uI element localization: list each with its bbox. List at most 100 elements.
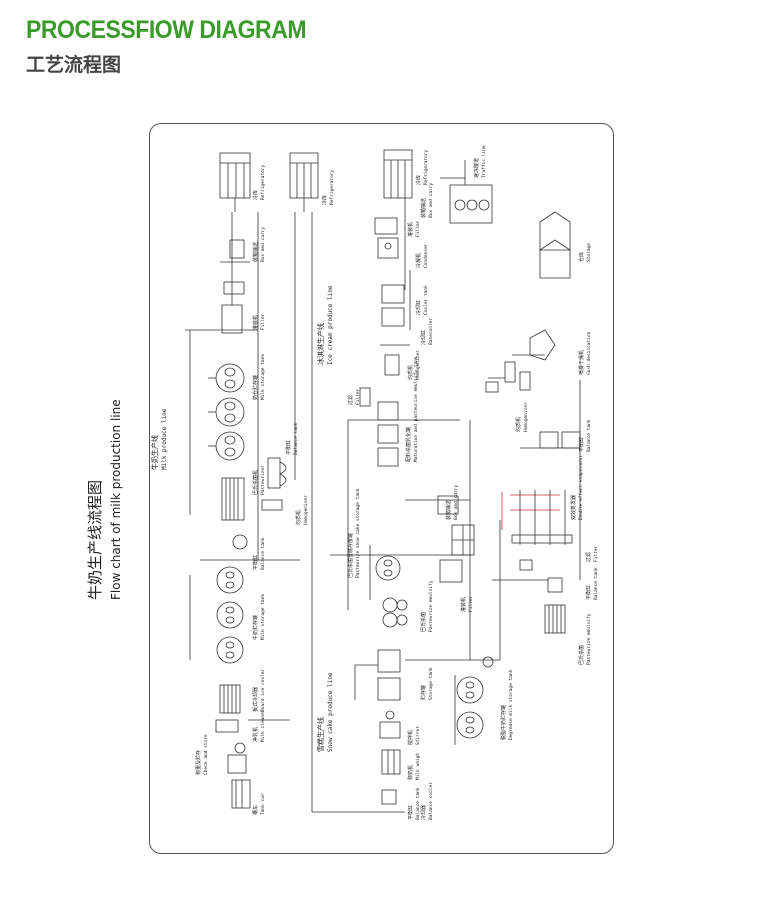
box-carry-machine-1 <box>220 212 250 334</box>
label-basecooler-cn: 冷却缸 <box>420 330 427 345</box>
label-filter2-cn: 过滤 <box>585 552 592 562</box>
maturation-emulsify-tanks <box>347 401 405 610</box>
plate-cooler <box>215 684 241 733</box>
label-evaporator-cn: 双效蒸发器 <box>570 495 577 520</box>
label-degrease-cn: 脱脂牛奶贮存罐 <box>500 705 507 740</box>
milk-weigh-snow <box>381 749 401 775</box>
label-pastemul2-en: Pasteurize emulsify <box>586 613 592 665</box>
snowcake-line-cn: 雪糕生产线 <box>316 717 325 752</box>
label-gushdesic-en: Gush desiccation <box>586 331 592 375</box>
balance-tank-snow <box>381 789 397 805</box>
label-pasteurizer-en: Pasteurizer <box>260 465 266 495</box>
label-gushdesic-cn: 喷雾干燥机 <box>578 350 585 375</box>
stirrer <box>379 710 401 739</box>
label-homogenizer2-en: Homogenizer <box>415 350 421 380</box>
label-milkweigh-cn: 称奶机 <box>407 765 414 780</box>
label-refrigeratory3-en: Refrigeratory <box>423 149 429 185</box>
snow-pasteurizer <box>382 597 408 628</box>
label-pastemul-en: Pasteurize emulsify <box>428 580 434 632</box>
filter-ice <box>359 387 371 407</box>
traffic-line-tunnel <box>440 160 493 224</box>
label-coolertank-en: Cooler tank <box>423 285 429 315</box>
label-filter2-en: Filter <box>593 545 599 562</box>
label-mixtank-cn: 配料杀菌乳化罐 <box>405 427 412 462</box>
label-refrigeratory2-cn: 冷库 <box>321 195 328 205</box>
label-pasteurizer-cn: 巴氏杀菌机 <box>252 470 259 495</box>
header-title-cn: 工艺流程图 <box>26 54 122 76</box>
homogenizer-ice <box>380 344 410 376</box>
label-boxcarry2-en: Box and carry <box>428 182 434 218</box>
label-tankcar-cn: 槽车 <box>252 805 259 815</box>
label-evaporator-en: Double effect evaporator <box>578 455 584 520</box>
chart-title-en: Flow chart of milk production line <box>109 399 123 600</box>
label-balancecool-cn: 冷却器 <box>420 805 427 820</box>
ice-cream-filler <box>374 198 406 290</box>
label-storage-cn: 仓库 <box>578 252 585 262</box>
label-filler1-cn: 灌装机 <box>252 315 259 330</box>
label-storagetank-cn: 贮存罐 <box>420 685 427 700</box>
label-balancetank2-en: Balance tank <box>415 787 421 820</box>
label-boxcarry1-cn: 装箱输送 <box>252 242 259 262</box>
label-refrigeratory2-en: Refrigeratory <box>329 169 335 205</box>
label-buffer-en: Balance tank <box>293 422 299 455</box>
label-boxcarry3-cn: 装箱输送 <box>445 500 452 520</box>
label-pastemul-cn: 巴氏杀菌 <box>420 612 427 632</box>
label-homogenizer1-en: Homogenizer <box>303 495 309 525</box>
label-refrigeratory1-cn: 冷库 <box>252 190 259 200</box>
label-filter1-cn: 过滤 <box>347 395 354 405</box>
refrigeratory-2 <box>289 152 319 212</box>
label-tankcar-en: Tank car <box>260 793 266 815</box>
label-balancetank4-cn: 平衡缸 <box>585 585 592 600</box>
snowcake-line-en: Snow cake produce line <box>327 672 334 752</box>
label-rawmilk-en: Milk storage tank <box>260 594 266 640</box>
label-refrigeratory3-cn: 冷库 <box>415 175 422 185</box>
label-weigh-cn: 称重及贮存 <box>195 750 202 775</box>
milk-line-cn: 牛奶生产线 <box>150 435 159 470</box>
label-milkcleaner-en: Milk cleaner <box>260 709 266 742</box>
degrease-milk-tanks <box>454 656 494 745</box>
label-homogenizer3-en: Homogenizer <box>523 402 529 432</box>
spray-dryer <box>485 329 556 393</box>
label-balancetank3-en: Balance tank <box>586 419 592 452</box>
label-milkcleaner-cn: 净乳机 <box>252 727 259 742</box>
label-mixtank-en: Maturation and pasteurize emulsify tank <box>413 356 419 462</box>
label-degrease-en: Degrease milk storage tank <box>508 669 514 740</box>
pasteurizer-unit <box>221 457 287 550</box>
label-balancecool-en: Balance cooler <box>428 782 434 820</box>
label-filler1-en: Filler <box>260 313 266 330</box>
label-homogenizer1-cn: 均质机 <box>295 510 302 525</box>
label-balancetank2-cn: 平衡缸 <box>407 805 414 820</box>
label-boxcarry3-en: Box and carry <box>453 484 459 520</box>
label-traffic-en: Traffic line <box>481 145 487 178</box>
label-rawmilk-cn: 牛奶贮存罐 <box>252 615 259 640</box>
snow-cake-storage <box>369 545 401 600</box>
label-condenser-cn: 冷凝机 <box>415 253 422 268</box>
milk-storage-tanks <box>189 330 245 515</box>
refrigeratory-3 <box>383 149 413 199</box>
icecream-line-en: Ice cream produce line <box>327 285 334 365</box>
label-filler2-cn: 灌装机 <box>460 597 467 612</box>
label-storagetank-en: Storage tank <box>428 667 434 700</box>
snow-storage-tanks <box>354 649 401 701</box>
label-balancetank1-cn: 平衡缸 <box>252 555 259 570</box>
balance-tank-lower <box>519 559 563 593</box>
label-buffer-cn: 平衡缸 <box>285 440 292 455</box>
box-carry-machine-center <box>437 495 475 583</box>
label-basecooler-en: Basecooler <box>428 318 434 345</box>
label-traffic-cn: 速冻隧道 <box>473 158 480 178</box>
milk-line-en: Milk produce line <box>161 408 168 470</box>
label-snowstorage-cn: 巴氏杀菌雪糕存放罐 <box>347 533 354 578</box>
label-storage-en: Storage <box>586 243 592 262</box>
label-coolertank-cn: 冷却缸 <box>415 300 422 315</box>
label-pastemul2-cn: 巴氏杀菌 <box>578 645 585 665</box>
label-platecooler-cn: 板式冷却器 <box>252 687 259 712</box>
icecream-line-cn: 冰淇淋生产线 <box>316 323 325 365</box>
label-balancetank1-en: Balance tank <box>260 537 266 570</box>
label-boxcarry2-cn: 装箱输送 <box>420 198 427 218</box>
label-refrigeratory1-en: Refrigeratory <box>260 164 266 200</box>
label-stirrer-cn: 搅拌机 <box>407 730 414 745</box>
label-filter1-en: Filter <box>355 388 361 405</box>
warehouse-storage <box>539 211 571 279</box>
label-icefiller-en: Filler <box>415 220 421 237</box>
